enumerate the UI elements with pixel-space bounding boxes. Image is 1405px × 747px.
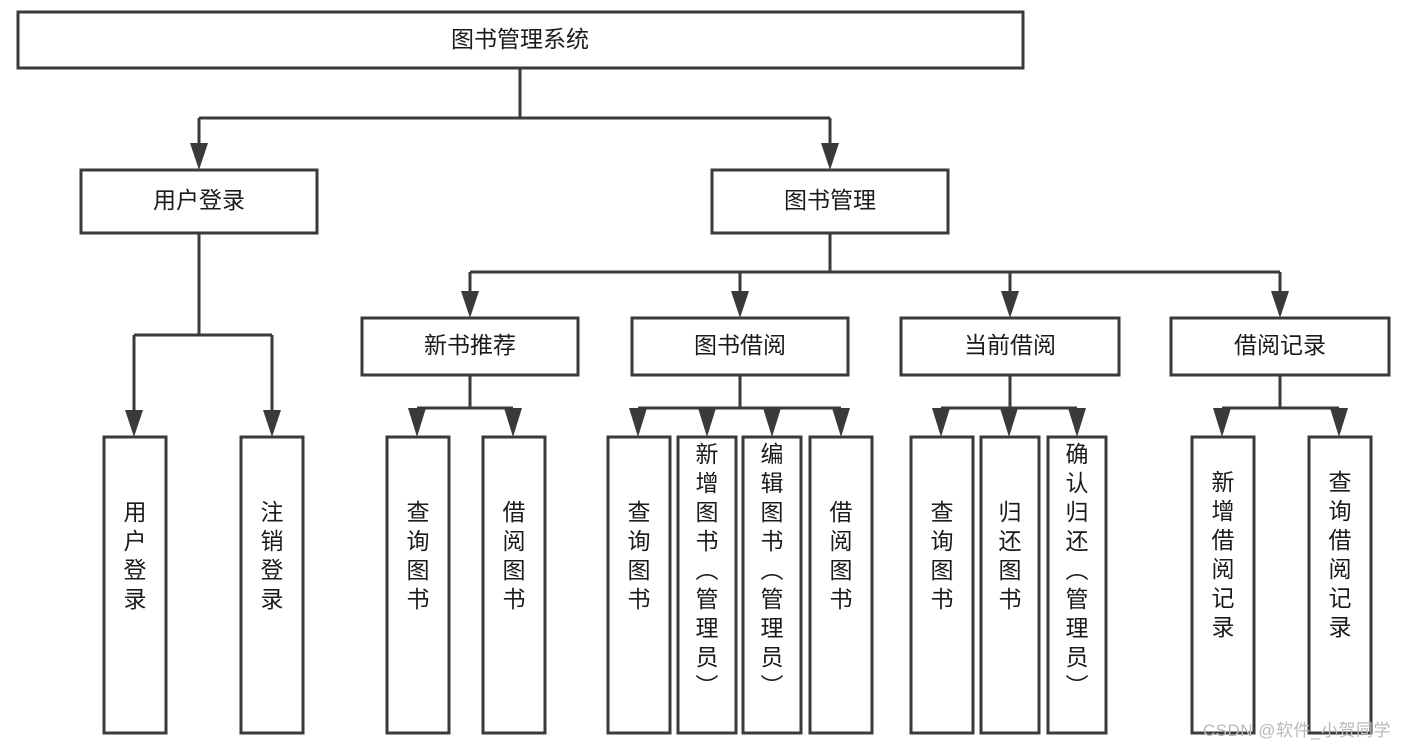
arrow-head-cb-leaf1 bbox=[932, 408, 950, 437]
arrow-head-cb-leaf3 bbox=[1068, 408, 1086, 437]
leaf-br-query-record-label: 查询借阅记录 bbox=[1329, 469, 1352, 640]
leaf-nb-query-books[interactable]: 查询图书 bbox=[385, 435, 451, 735]
arrow-head-leaf-user-login bbox=[125, 410, 143, 437]
leaf-bb-query-books[interactable]: 查询图书 bbox=[606, 435, 672, 735]
arrow-head-user-login bbox=[190, 143, 208, 170]
arrow-head-borrow-records bbox=[1271, 291, 1289, 318]
node-root[interactable]: 图书管理系统 bbox=[16, 10, 1025, 70]
leaf-nb-query-books-label: 查询图书 bbox=[407, 499, 430, 612]
arrow-head-br-leaf2 bbox=[1330, 408, 1348, 437]
leaf-cb-confirm-return[interactable]: 确认归还︵管理员︶ bbox=[1046, 435, 1108, 735]
leaf-bb-add-book-label: 新增图书︵管理员︶ bbox=[696, 441, 719, 699]
arrow-head-bb-leaf2 bbox=[698, 408, 716, 437]
book-management-box[interactable] bbox=[710, 168, 950, 235]
leaf-cb-confirm-return-box[interactable] bbox=[1046, 435, 1108, 735]
borrow-records-box[interactable] bbox=[1169, 316, 1391, 377]
book-borrow-box[interactable] bbox=[630, 316, 850, 377]
root-label: 图书管理系统 bbox=[451, 26, 589, 52]
leaf-bb-edit-book[interactable]: 编辑图书︵管理员︶ bbox=[741, 435, 803, 735]
leaf-bb-borrow-books-label: 借阅图书 bbox=[830, 499, 853, 612]
leaf-logout-label: 注销登录 bbox=[261, 499, 284, 612]
leaf-cb-return-books-label: 归还图书 bbox=[999, 499, 1022, 612]
arrow-head-leaf-logout bbox=[263, 410, 281, 437]
leaf-bb-add-book-box[interactable] bbox=[676, 435, 738, 735]
borrow-records-label: 借阅记录 bbox=[1234, 332, 1326, 358]
connector-layer bbox=[125, 68, 1348, 437]
arrow-head-nb-leaf2 bbox=[504, 408, 522, 437]
leaf-nb-borrow-books[interactable]: 借阅图书 bbox=[481, 435, 547, 735]
watermark: CSDN @软件_小贺同学 bbox=[1202, 721, 1391, 740]
arrow-head-book-mgmt bbox=[821, 143, 839, 170]
arrow-head-bb-leaf4 bbox=[832, 408, 850, 437]
leaf-bb-edit-book-box[interactable] bbox=[741, 435, 803, 735]
leaf-cb-return-books-box[interactable] bbox=[979, 435, 1041, 735]
leaf-nb-borrow-books-box[interactable] bbox=[481, 435, 547, 735]
node-user-login[interactable]: 用户登录 bbox=[79, 168, 319, 235]
node-borrow-records[interactable]: 借阅记录 bbox=[1169, 316, 1391, 377]
leaf-bb-add-book[interactable]: 新增图书︵管理员︶ bbox=[676, 435, 738, 735]
leaf-br-query-record-box[interactable] bbox=[1307, 435, 1373, 735]
book-borrow-label: 图书借阅 bbox=[694, 332, 786, 358]
leaf-cb-confirm-return-label: 确认归还︵管理员︶ bbox=[1066, 441, 1089, 699]
new-book-recommend-label: 新书推荐 bbox=[424, 332, 516, 358]
leaf-logout-box[interactable] bbox=[239, 435, 305, 735]
leaf-br-add-record[interactable]: 新增借阅记录 bbox=[1190, 435, 1256, 735]
leaf-br-add-record-box[interactable] bbox=[1190, 435, 1256, 735]
node-new-book-recommend[interactable]: 新书推荐 bbox=[360, 316, 580, 377]
leaf-user-login-label: 用户登录 bbox=[124, 499, 147, 612]
leaf-cb-return-books[interactable]: 归还图书 bbox=[979, 435, 1041, 735]
leaf-br-query-record[interactable]: 查询借阅记录 bbox=[1307, 435, 1373, 735]
leaf-bb-query-books-box[interactable] bbox=[606, 435, 672, 735]
arrow-head-current-borrow bbox=[1001, 291, 1019, 318]
arrow-head-nb-leaf1 bbox=[408, 408, 426, 437]
leaf-user-login-box[interactable] bbox=[102, 435, 168, 735]
leaf-user-login[interactable]: 用户登录 bbox=[102, 435, 168, 735]
leaf-cb-query-books-label: 查询图书 bbox=[931, 499, 954, 612]
leaf-bb-borrow-books[interactable]: 借阅图书 bbox=[808, 435, 874, 735]
book-management-label: 图书管理 bbox=[784, 187, 876, 213]
user-login-label: 用户登录 bbox=[153, 187, 245, 213]
leaf-nb-query-books-box[interactable] bbox=[385, 435, 451, 735]
root-box[interactable] bbox=[16, 10, 1025, 70]
current-borrow-label: 当前借阅 bbox=[964, 332, 1056, 358]
leaf-nb-borrow-books-label: 借阅图书 bbox=[503, 499, 526, 612]
leaf-cb-query-books-box[interactable] bbox=[909, 435, 975, 735]
leaf-bb-edit-book-label: 编辑图书︵管理员︶ bbox=[761, 441, 784, 699]
node-book-borrow[interactable]: 图书借阅 bbox=[630, 316, 850, 377]
arrow-head-cb-leaf2 bbox=[1000, 408, 1018, 437]
node-book-management[interactable]: 图书管理 bbox=[710, 168, 950, 235]
leaf-bb-borrow-books-box[interactable] bbox=[808, 435, 874, 735]
arrow-head-bb-leaf1 bbox=[629, 408, 647, 437]
arrow-head-br-leaf1 bbox=[1213, 408, 1231, 437]
node-current-borrow[interactable]: 当前借阅 bbox=[899, 316, 1121, 377]
current-borrow-box[interactable] bbox=[899, 316, 1121, 377]
arrow-head-book-borrow bbox=[731, 291, 749, 318]
leaf-cb-query-books[interactable]: 查询图书 bbox=[909, 435, 975, 735]
arrow-head-new-book bbox=[461, 291, 479, 318]
leaf-logout[interactable]: 注销登录 bbox=[239, 435, 305, 735]
leaf-br-add-record-label: 新增借阅记录 bbox=[1212, 469, 1235, 640]
arrow-head-bb-leaf3 bbox=[763, 408, 781, 437]
leaf-bb-query-books-label: 查询图书 bbox=[628, 499, 651, 612]
user-login-box[interactable] bbox=[79, 168, 319, 235]
new-book-recommend-box[interactable] bbox=[360, 316, 580, 377]
